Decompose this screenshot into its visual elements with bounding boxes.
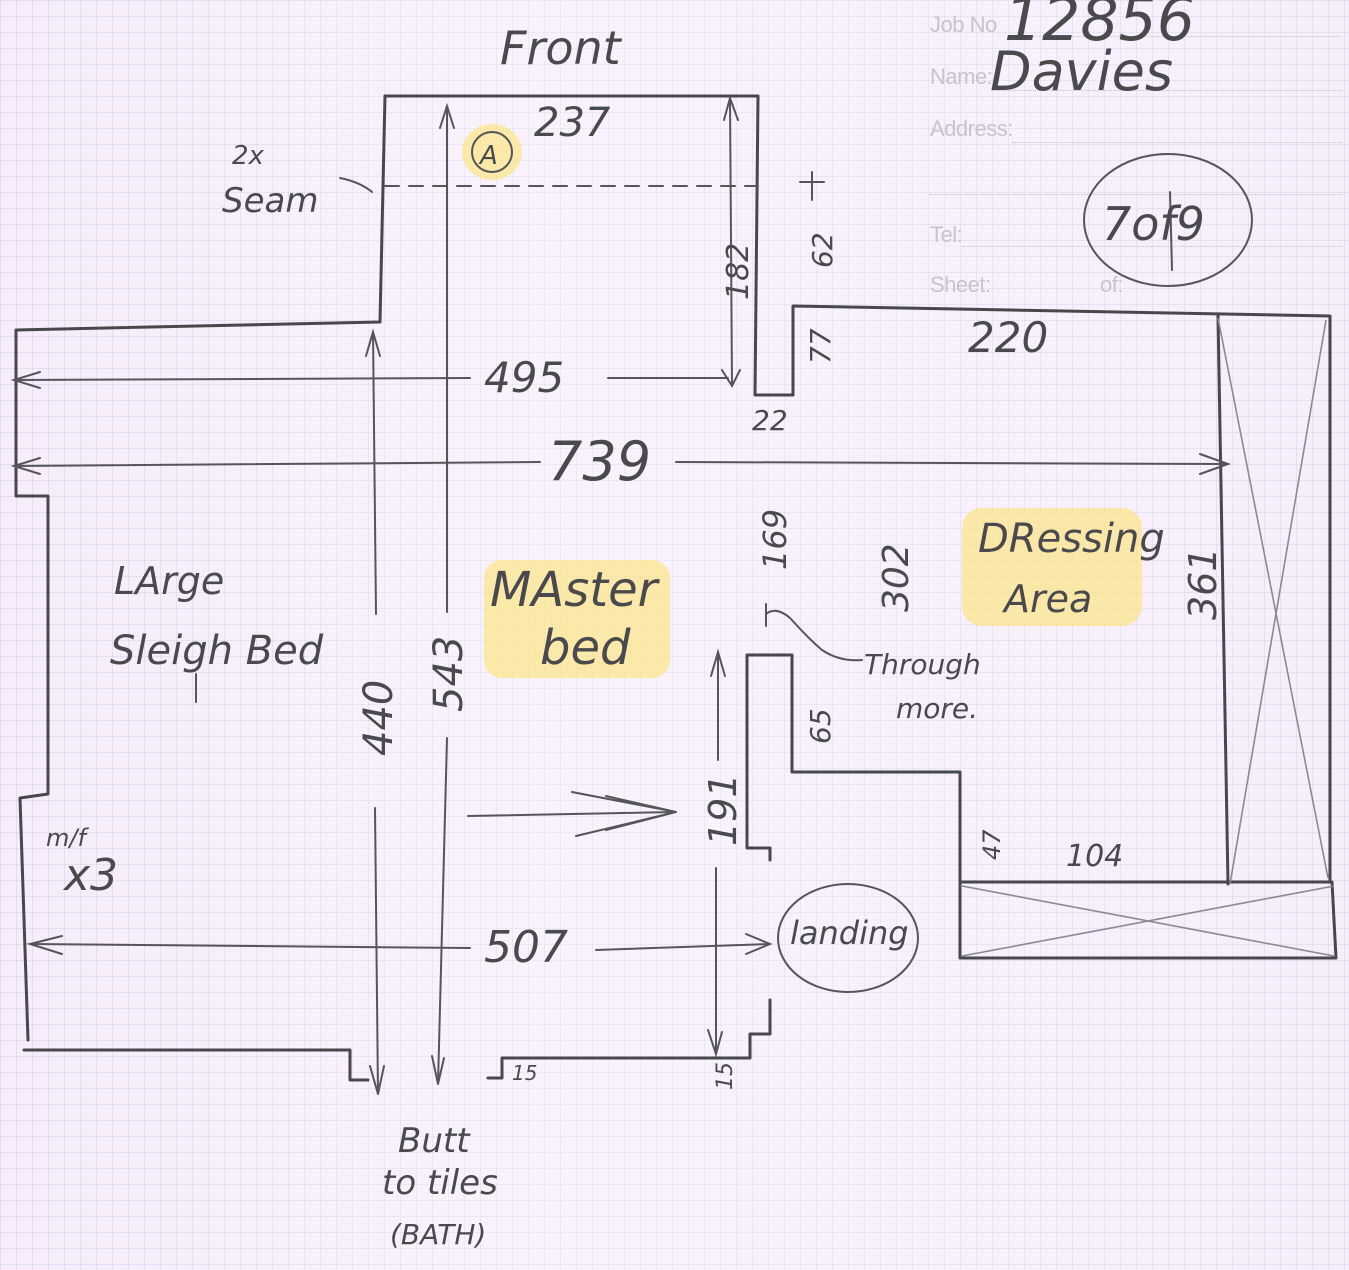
dim-739: 739 [548,430,651,493]
room-name-line2: bed [540,620,631,676]
seam-note-line1: 2x [232,141,265,171]
wall-bottom-right [486,998,772,1080]
job-number: 12856 [1004,0,1195,55]
sheet-label: Sheet: [930,272,991,297]
entry-arrow [467,791,677,837]
dim-182: 182 [721,243,756,300]
front-label: Front [500,21,623,75]
wall-left-upper [14,94,387,1042]
dim-line-543 [437,107,448,1085]
landing-label: landing [790,914,909,952]
dim-line-191 [715,651,719,1055]
dim-495: 495 [484,353,564,402]
address-line-2 [930,194,1342,195]
mf-note-line2: x3 [62,850,118,901]
dressing-line1: DRessing [978,516,1165,562]
highlight-room-name [484,560,670,678]
seam-marker: A [478,141,498,171]
dim-arrowheads-h [10,371,1231,955]
through-line1: Through [864,648,981,681]
dim-104: 104 [1066,839,1123,874]
dim-440: 440 [356,680,402,756]
dim-15-b: 15 [713,1062,738,1090]
wall-outline [383,94,1332,884]
name-line [992,90,1342,91]
address-line [1012,142,1342,143]
dim-302: 302 [876,543,917,612]
butt-note-line2: to tiles [382,1163,498,1203]
dim-22: 22 [752,404,788,437]
bed-note-line1: LArge [114,559,224,603]
room-name-line1: MAster [490,562,661,618]
dim-line-507 [29,943,771,951]
seam-marker-circle [471,131,513,173]
tel-label: Tel: [930,222,963,247]
sheet-count-divider [1169,191,1173,271]
lower-unit-box [958,880,1338,960]
address-label: Address: [930,116,1013,141]
through-line2: more. [896,692,978,725]
sheet-count-circle [1083,153,1253,287]
highlight-dressing-area [962,508,1142,626]
lower-unit-cross-2 [961,885,1335,957]
job-no-label: Job No [930,12,997,37]
mf-note-line1: m/f [46,824,89,852]
dim-169: 169 [756,509,794,570]
dim-47: 47 [978,829,1006,860]
arrowheads [365,94,825,1095]
seam-pointer [339,177,373,193]
bed-note-line2: Sleigh Bed [110,628,324,674]
dim-361: 361 [1181,547,1225,620]
dim-15-a: 15 [512,1061,537,1085]
dim-543: 543 [426,636,472,712]
seam-note-line2: Seam [222,181,318,221]
butt-note-line1: Butt [398,1121,471,1161]
dressing-cross-1 [1217,317,1329,879]
through-pointer [765,609,863,662]
of-label: of: [1100,272,1123,297]
sheet-count: 7of9 [1102,197,1205,251]
dressing-cross-2 [1229,319,1327,885]
job-no-line [1010,36,1340,37]
dressing-line2: Area [1001,577,1092,621]
dim-62: 62 [806,232,839,268]
dim-237: 237 [534,100,611,146]
dim-line-182 [729,97,733,386]
client-name: Davies [990,40,1173,103]
dim-line-739 [13,461,1229,467]
tel-line [962,246,1342,247]
dim-77: 77 [804,328,837,364]
butt-note-line3: (BATH) [390,1218,486,1251]
dim-507: 507 [484,922,568,973]
landing-circle [777,883,919,993]
dim-65: 65 [804,708,837,744]
dim-220: 220 [968,313,1048,362]
dim-line-495 [13,377,729,381]
dim-191: 191 [701,773,745,846]
dressing-wall-inner [1216,314,1230,886]
wall-bottom [22,1048,370,1082]
name-label: Name: [930,64,993,89]
